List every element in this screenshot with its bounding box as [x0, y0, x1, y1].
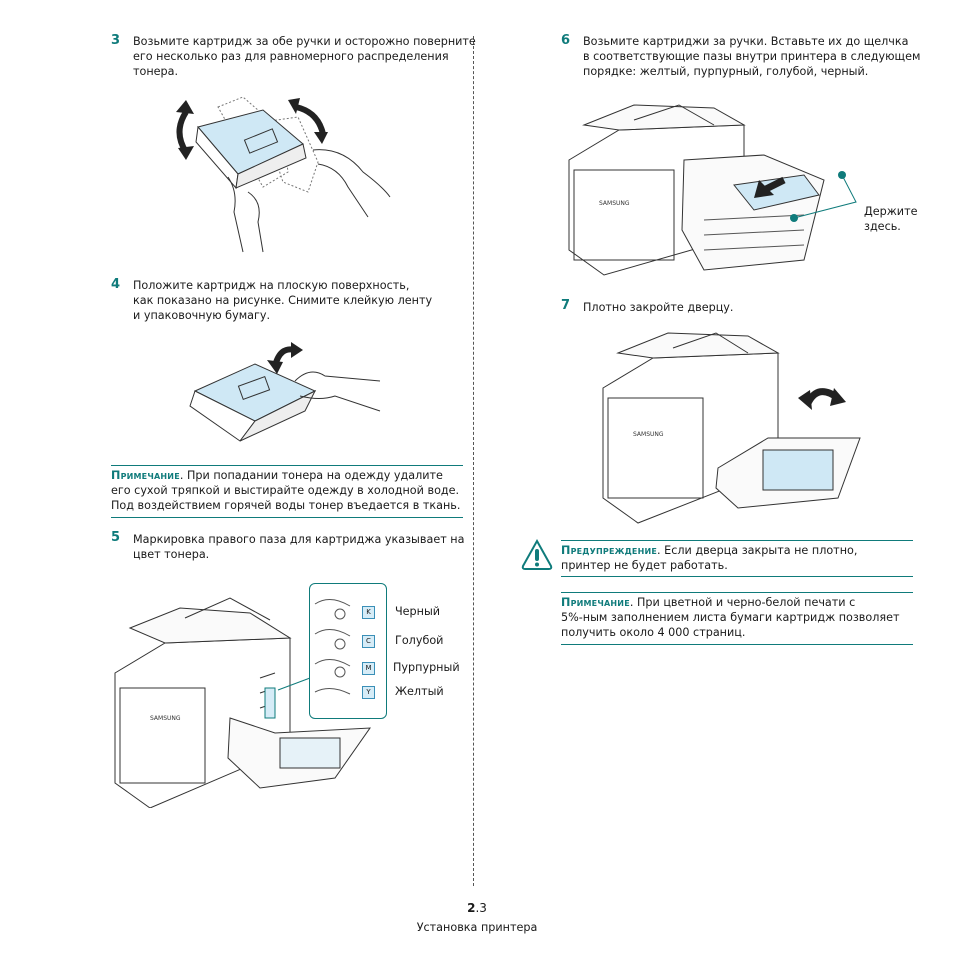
- note-2-line-1: . При цветной и черно-белой печати с: [629, 596, 856, 609]
- slot-letter-c: C: [362, 635, 375, 648]
- slot-callout-box: K C M Y: [309, 583, 387, 719]
- chapter-title: Установка принтера: [416, 921, 538, 934]
- label-cyan: Голубой: [395, 634, 444, 647]
- insert-cartridge-illustration: SAMSUNG: [568, 104, 857, 276]
- close-door-illustration: SAMSUNG: [602, 332, 861, 524]
- note-1-line-2: его сухой тряпкой и выстирайте одежду в …: [111, 484, 460, 498]
- brand-label-1: SAMSUNG: [150, 715, 181, 722]
- step-6-number: 6: [561, 33, 571, 48]
- hold-here-label: Держите здесь.: [864, 204, 917, 234]
- step-6-line-1: Возьмите картриджи за ручки. Вставьте их…: [583, 35, 909, 48]
- warning-line-1: . Если дверца закрыта не плотно,: [657, 544, 858, 557]
- step-4-text: Положите картридж на плоскую поверхность…: [133, 278, 432, 324]
- step-3-number: 3: [111, 33, 121, 48]
- step-6-text: Возьмите картриджи за ручки. Вставьте их…: [583, 34, 920, 80]
- step-4-line-1: Положите картридж на плоскую поверхность…: [133, 279, 410, 292]
- step-5-text: Маркировка правого паза для картриджа ук…: [133, 532, 464, 562]
- hold-here-line-2: здесь.: [864, 220, 901, 233]
- page-chapter: 2: [467, 901, 476, 915]
- step-7-line-1: Плотно закройте дверцу.: [583, 301, 734, 314]
- printer-slots-illustration: SAMSUNG: [114, 597, 371, 808]
- slot-letter-m: M: [362, 662, 375, 675]
- column-divider: [473, 36, 474, 886]
- brand-label-3: SAMSUNG: [633, 431, 664, 438]
- step-4-line-2: как показано на рисунке. Снимите клейкую…: [133, 294, 433, 308]
- note-2-line-3: получить около 4 000 страниц.: [561, 626, 746, 640]
- slot-letter-y: Y: [362, 686, 375, 699]
- warning-line-2: принтер не будет работать.: [561, 559, 728, 573]
- step-4-line-3: и упаковочную бумагу.: [133, 309, 271, 323]
- remove-tape-illustration: [189, 342, 381, 442]
- warning-icon: [521, 538, 553, 570]
- warning-title: Предупреждение: [561, 544, 658, 557]
- note-box-1: Примечание. При попадании тонера на одеж…: [111, 465, 463, 518]
- note-1-line-1: . При попадании тонера на одежду удалите: [179, 469, 443, 482]
- note-box-2: Примечание. При цветной и черно-белой пе…: [561, 592, 913, 645]
- note-2-line-2: 5%-ным заполнением листа бумаги картридж…: [561, 611, 900, 625]
- note-1-title: Примечание: [111, 469, 180, 482]
- step-5-number: 5: [111, 530, 121, 545]
- step-6-line-3: порядке: желтый, пурпурный, голубой, чер…: [583, 65, 869, 79]
- step-7-number: 7: [561, 298, 571, 313]
- step-4-number: 4: [111, 277, 121, 292]
- hold-here-line-1: Держите: [864, 205, 918, 218]
- step-3-text: Возьмите картридж за обе ручки и осторож…: [133, 34, 476, 80]
- step-6-line-2: в соответствующие пазы внутри принтера в…: [583, 50, 921, 64]
- step-3-line-3: тонера.: [133, 65, 179, 79]
- label-yellow: Желтый: [395, 685, 444, 698]
- shake-cartridge-illustration: [176, 96, 391, 253]
- slot-letter-k: K: [362, 606, 375, 619]
- warning-box: Предупреждение. Если дверца закрыта не п…: [561, 540, 913, 578]
- note-1-line-3: Под воздействием горячей воды тонер въед…: [111, 499, 461, 513]
- page-number: 2.3: [0, 901, 954, 915]
- label-black: Черный: [395, 605, 441, 618]
- step-7-text: Плотно закройте дверцу.: [583, 300, 733, 315]
- page-subnumber: .3: [475, 901, 487, 915]
- step-3-line-1: Возьмите картридж за обе ручки и осторож…: [133, 35, 476, 48]
- brand-label-2: SAMSUNG: [599, 200, 630, 207]
- note-2-title: Примечание: [561, 596, 630, 609]
- step-3-line-2: его несколько раз для равномерного распр…: [133, 50, 449, 64]
- slot-callout-drawing: [314, 599, 351, 695]
- label-magenta: Пурпурный: [393, 661, 460, 674]
- step-5-line-2: цвет тонера.: [133, 548, 210, 562]
- step-5-line-1: Маркировка правого паза для картриджа ук…: [133, 533, 465, 546]
